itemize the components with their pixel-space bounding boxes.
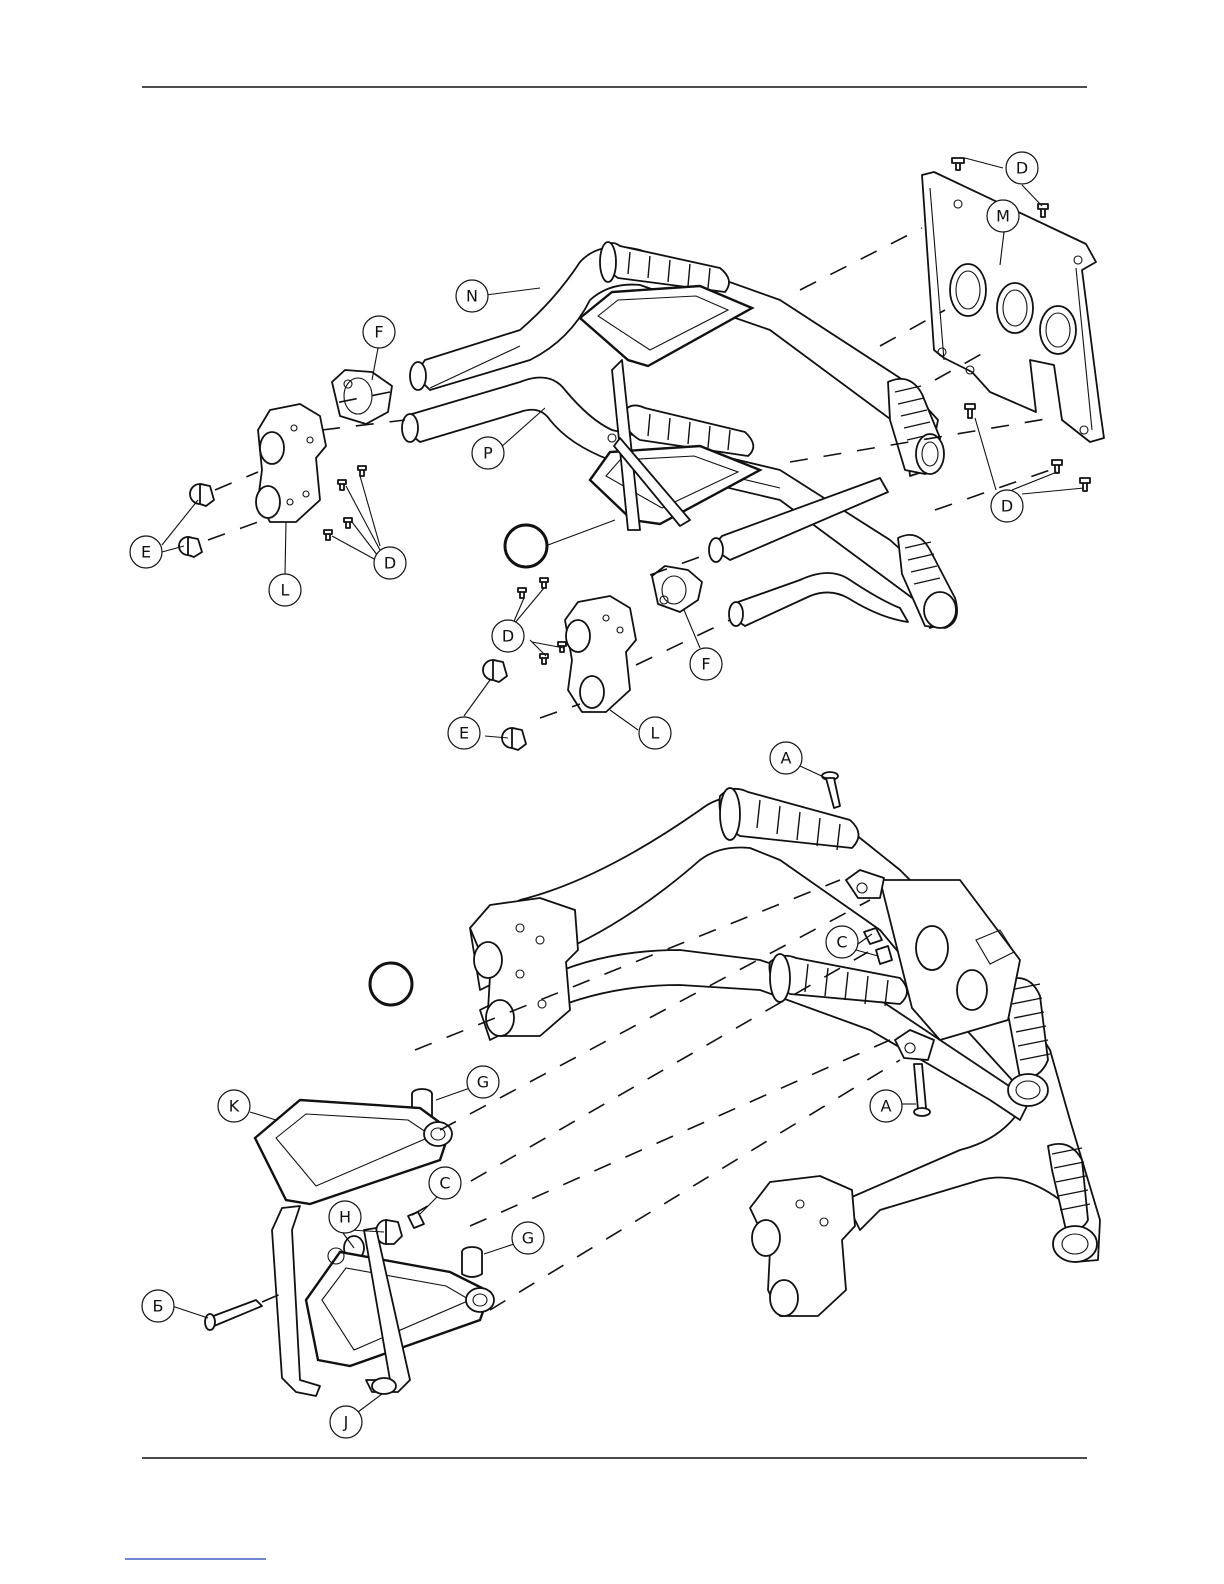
svg-text:C: C [439, 1174, 450, 1193]
footrest-k [255, 1100, 494, 1396]
svg-text:H: H [339, 1208, 351, 1227]
footrest-trays [580, 286, 760, 530]
callout-d-top: D [1006, 152, 1038, 184]
clamp-block-l-right [565, 596, 636, 712]
svg-text:A: A [781, 749, 792, 768]
callout-a-top: A [770, 742, 802, 774]
view-marker-circle-lower [370, 963, 412, 1005]
callout-g-top: G [467, 1066, 499, 1098]
lower-assembly: A C A G K C H G Б J [142, 742, 1100, 1438]
svg-text:F: F [701, 655, 710, 674]
clamp-block-l-left [256, 404, 326, 522]
clamp-f-left [332, 370, 392, 424]
bolt-a-bottom [914, 1064, 930, 1116]
callout-f-left: F [363, 316, 395, 348]
svg-text:C: C [836, 933, 847, 952]
svg-text:N: N [466, 287, 478, 306]
callout-c-lower: C [429, 1167, 461, 1199]
svg-text:G: G [477, 1073, 489, 1092]
callout-e-right: E [448, 717, 480, 749]
svg-text:M: M [996, 207, 1010, 226]
callout-l-right: L [639, 717, 671, 749]
callout-h: H [329, 1201, 361, 1233]
callout-e-left: E [130, 536, 162, 568]
svg-text:K: K [229, 1097, 240, 1116]
callout-m: M [987, 200, 1019, 232]
callout-g-bottom: G [512, 1222, 544, 1254]
pivot-pin-b [205, 1300, 262, 1330]
view-marker-circle-upper [505, 525, 547, 567]
svg-text:D: D [1016, 159, 1028, 178]
svg-text:G: G [522, 1229, 534, 1248]
svg-text:E: E [459, 724, 469, 743]
callout-d-mid: D [492, 620, 524, 652]
callout-c-upper: C [826, 926, 858, 958]
callout-f-right: F [690, 648, 722, 680]
callout-p: P [472, 437, 504, 469]
svg-text:L: L [281, 581, 290, 600]
svg-text:J: J [343, 1413, 349, 1432]
spacer-g-bottom [462, 1247, 482, 1277]
callout-k: K [218, 1090, 250, 1122]
callout-d-right: D [991, 490, 1023, 522]
svg-text:D: D [384, 554, 396, 573]
callout-l-left: L [269, 574, 301, 606]
clamp-f-right [652, 566, 702, 612]
svg-text:D: D [1001, 497, 1013, 516]
nut-c-lower [408, 1212, 424, 1228]
callout-d-left: D [374, 547, 406, 579]
svg-text:E: E [141, 543, 151, 562]
svg-text:Б: Б [153, 1297, 164, 1316]
end-caps-e [179, 484, 526, 750]
svg-text:P: P [483, 444, 493, 463]
svg-text:L: L [651, 724, 660, 743]
lower-handle-frame [470, 788, 1100, 1316]
callout-n: N [456, 280, 488, 312]
callout-j: J [330, 1406, 362, 1438]
callout-a-bottom: A [870, 1090, 902, 1122]
svg-text:A: A [881, 1097, 892, 1116]
svg-text:D: D [502, 627, 514, 646]
svg-text:F: F [374, 323, 383, 342]
upper-assembly: D M N P F E L D D D F E L [130, 152, 1104, 750]
callout-b: Б [142, 1290, 174, 1322]
